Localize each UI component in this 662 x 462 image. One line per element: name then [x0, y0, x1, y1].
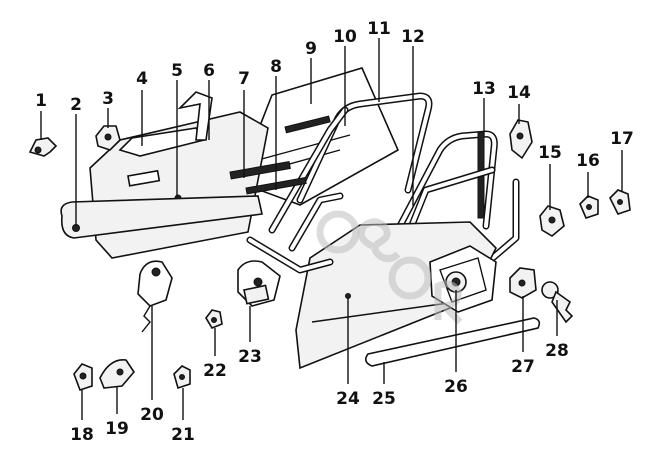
callout-14: 14: [507, 83, 531, 103]
callout-7: 7: [238, 69, 250, 89]
part-15-hinge: [539, 205, 565, 237]
part-25-lower-rail: [364, 317, 541, 367]
part-28-key: [541, 281, 574, 324]
callout-16: 16: [576, 151, 600, 171]
part-3-clip: [95, 125, 121, 151]
part-23-latch-mechanism: [237, 260, 281, 307]
part-17-clip: [609, 189, 631, 215]
watermark: [316, 210, 463, 325]
callout-13: 13: [472, 79, 496, 99]
part-18-cylinder: [73, 363, 93, 392]
part-7-strip: [229, 161, 291, 180]
callout-4: 4: [136, 69, 148, 89]
callout-12: 12: [401, 27, 425, 47]
callout-labels: 1 2 3 4 5 6 7 8 9 10 11 12 13 14 15 16 1…: [35, 19, 634, 445]
callout-1: 1: [35, 91, 47, 111]
part-6-bracket: [177, 91, 213, 141]
callout-25: 25: [372, 389, 396, 409]
part-9-glass-strip: [284, 115, 331, 134]
callout-20: 20: [140, 405, 164, 425]
callout-19: 19: [105, 419, 129, 439]
callout-18: 18: [70, 425, 94, 445]
callout-27: 27: [511, 357, 535, 377]
callout-24: 24: [336, 389, 360, 409]
callout-6: 6: [203, 61, 215, 81]
leader-lines: [40, 38, 623, 420]
callout-23: 23: [238, 347, 262, 367]
callout-2: 2: [70, 95, 82, 115]
part-20-lock-body: [137, 260, 173, 333]
part-21-clip: [173, 365, 191, 390]
callout-9: 9: [305, 39, 317, 59]
callout-10: 10: [333, 27, 357, 47]
part-16-clip: [579, 195, 599, 219]
part-27-lock: [509, 267, 537, 299]
part-2-arm-rest: [60, 195, 263, 239]
part-14-hinge: [509, 119, 533, 160]
part-22-clip: [205, 309, 223, 329]
callout-5: 5: [171, 61, 183, 81]
callout-21: 21: [171, 425, 195, 445]
callout-26: 26: [444, 377, 468, 397]
callout-28: 28: [545, 341, 569, 361]
callout-11: 11: [367, 19, 391, 39]
callout-22: 22: [203, 361, 227, 381]
callout-3: 3: [102, 89, 114, 109]
callout-17: 17: [610, 129, 634, 149]
callout-15: 15: [538, 143, 562, 163]
part-19-handle: [99, 359, 136, 389]
callout-8: 8: [270, 57, 282, 77]
part-1-clip: [28, 137, 58, 157]
